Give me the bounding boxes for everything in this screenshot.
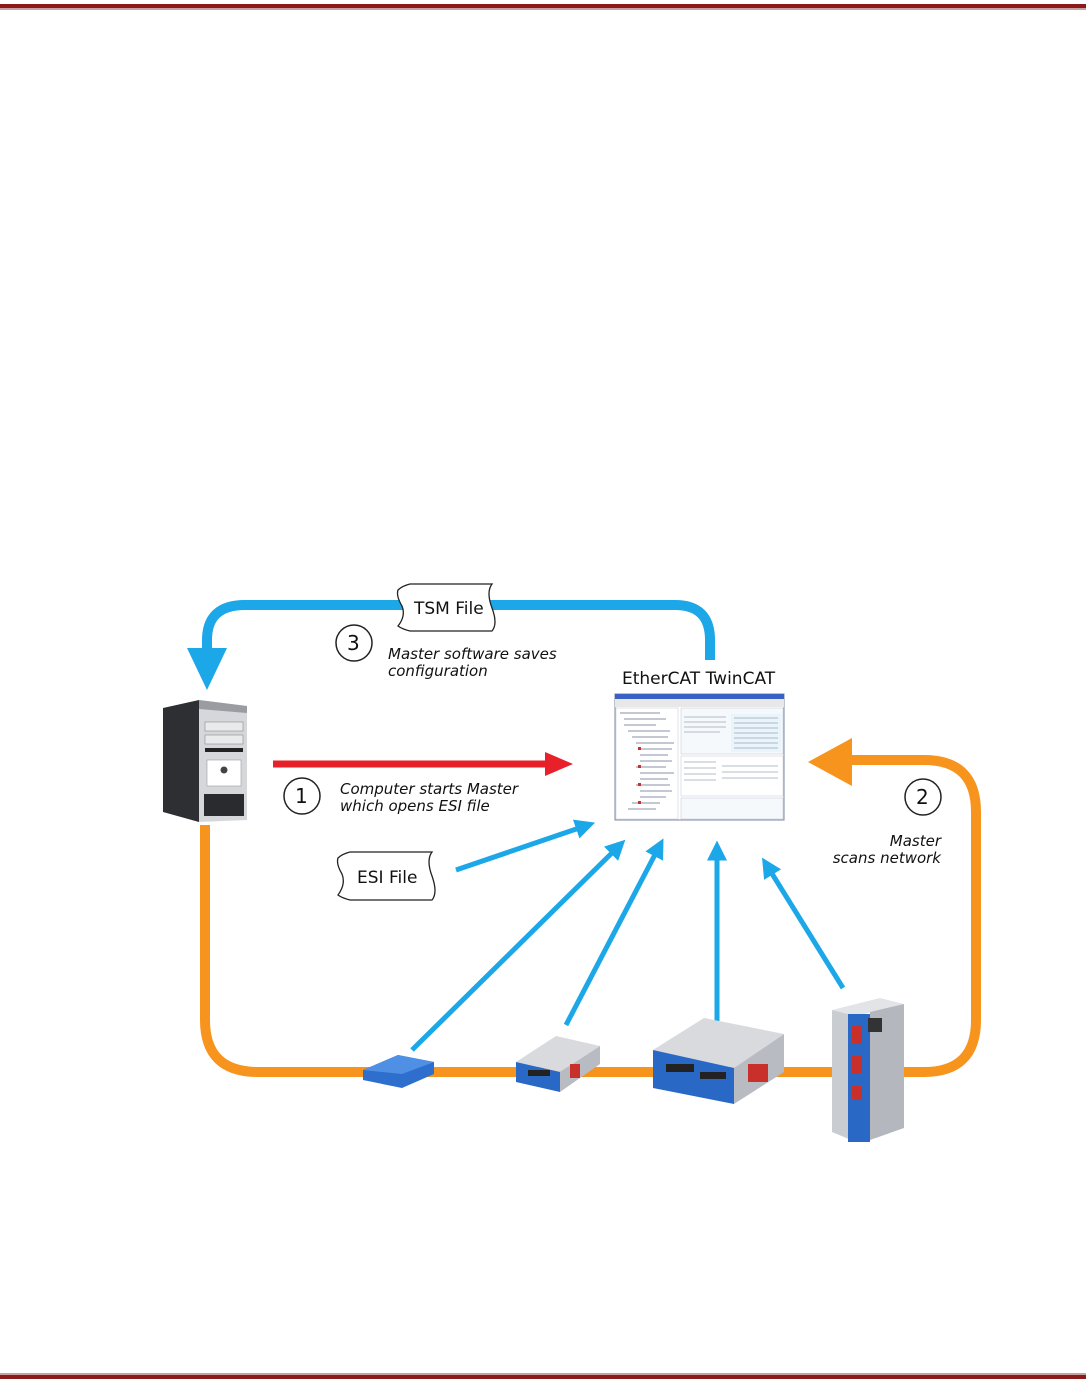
ethercat-junction-device — [363, 1055, 434, 1088]
footer-rule — [0, 1373, 1086, 1379]
step-2-text-line1: Master — [890, 832, 942, 850]
step-3-circle — [335, 624, 373, 662]
tsm-save-loop — [202, 600, 715, 660]
esi-file-icon — [336, 851, 436, 901]
network-loop — [200, 755, 981, 1077]
device-2-arrow — [563, 838, 664, 1027]
servo-drive-small — [516, 1036, 600, 1092]
servo-drive-medium — [653, 1018, 784, 1104]
tsm-file-label: TSM File — [413, 599, 484, 619]
step-2-number: 2 — [916, 785, 929, 809]
step-3-text-line2: configuration — [388, 662, 488, 680]
step-1-text-line1: Computer starts Master — [340, 780, 519, 798]
device-4-arrow — [762, 857, 846, 990]
computer-tower — [163, 700, 247, 822]
device-1-arrow — [410, 839, 626, 1052]
step-3-number: 3 — [347, 631, 360, 655]
twincat-window — [614, 693, 785, 821]
step-1-number: 1 — [295, 784, 308, 808]
network-scan-arrowhead — [808, 738, 852, 786]
step-2-text-line2: scans network — [833, 849, 943, 867]
step-1-text-line2: which opens ESI file — [340, 797, 490, 815]
servo-drive-tall — [832, 998, 904, 1142]
master-title: EtherCAT TwinCAT — [622, 669, 776, 689]
tsm-save-arrowhead — [187, 648, 227, 690]
step-2-circle — [904, 778, 942, 816]
start-master-arrowhead — [545, 752, 573, 776]
esi-arrow — [455, 819, 596, 873]
step-3-text-line1: Master software saves — [388, 645, 557, 663]
header-rule — [0, 4, 1086, 10]
tsm-file-icon — [396, 583, 496, 632]
esi-file-label: ESI File — [357, 868, 417, 888]
step-1-circle — [283, 777, 321, 815]
